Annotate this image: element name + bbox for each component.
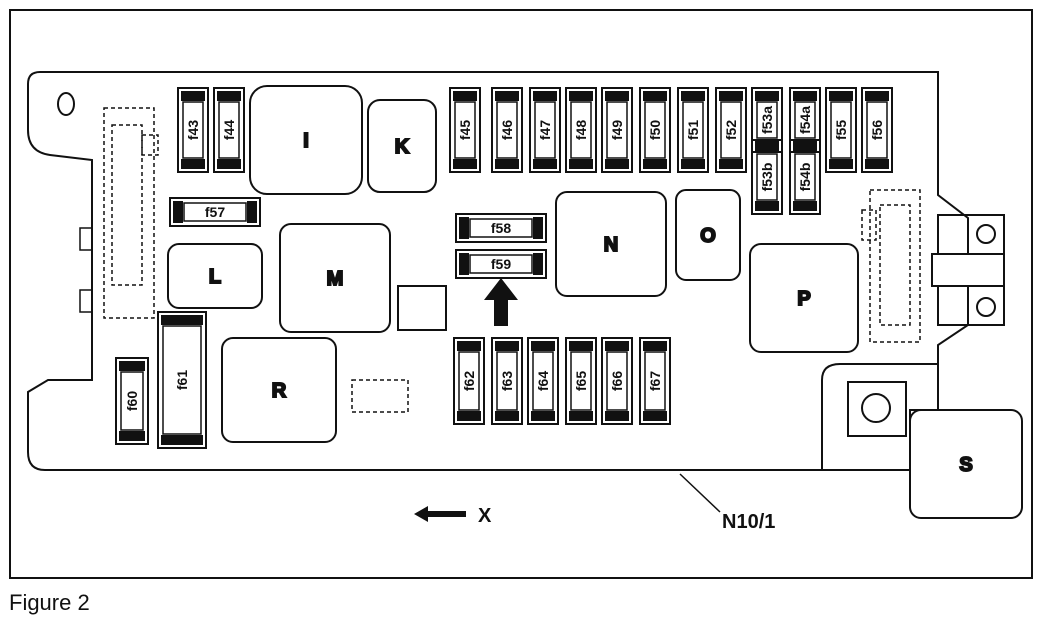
fuse-label: f58 xyxy=(491,220,511,236)
pointer-arrow-icon xyxy=(484,278,518,326)
fuse-label: f64 xyxy=(535,371,551,391)
fuse-f46: f46 xyxy=(491,87,523,173)
relay-label: M xyxy=(327,268,344,290)
relay-o: O xyxy=(675,189,741,281)
fuse-f60: f60 xyxy=(115,357,149,445)
lower-right-housing xyxy=(821,363,938,470)
fuse-f63: f63 xyxy=(491,337,523,425)
fuse-label: f43 xyxy=(185,120,201,140)
fuse-f44: f44 xyxy=(213,87,245,173)
relay-k: K xyxy=(367,99,437,193)
fuse-label: f55 xyxy=(833,120,849,140)
fuse-label: f44 xyxy=(221,120,237,140)
fuse-f66: f66 xyxy=(601,337,633,425)
fuse-box-diagram: I K L M N O P R S f43 f44 f45 f46 f47 f48 f49 f50 f51 f52… xyxy=(9,9,1033,579)
fuse-label: f51 xyxy=(685,120,701,140)
empty-socket xyxy=(397,285,447,331)
figure-frame xyxy=(9,9,1033,579)
direction-arrow-icon xyxy=(414,506,466,522)
fuse-f67: f67 xyxy=(639,337,671,425)
fuse-f49: f49 xyxy=(601,87,633,173)
fuse-label: f60 xyxy=(124,391,140,411)
relay-m: M xyxy=(279,223,391,333)
relay-label: L xyxy=(209,266,221,288)
fuse-label: f53b xyxy=(759,163,775,192)
right-connector xyxy=(861,189,921,343)
fuse-f58: f58 xyxy=(455,213,547,243)
fuse-label: f50 xyxy=(647,120,663,140)
fuse-f62: f62 xyxy=(453,337,485,425)
fuse-label: f61 xyxy=(174,370,190,390)
left-connector xyxy=(103,107,159,319)
component-label: N10/1 xyxy=(722,511,775,533)
fuse-f65: f65 xyxy=(565,337,597,425)
fuse-label: f66 xyxy=(609,371,625,391)
fuse-label: f56 xyxy=(869,120,885,140)
fuse-label: f62 xyxy=(461,371,477,391)
fuse-label: f65 xyxy=(573,371,589,391)
fuse-f56: f56 xyxy=(861,87,893,173)
fuse-f53a: f53a xyxy=(751,87,783,153)
fuse-label: f53a xyxy=(759,106,775,134)
direction-label: X xyxy=(478,505,492,527)
fuse-label: f46 xyxy=(499,120,515,140)
relay-r: R xyxy=(221,337,337,443)
relay-label: I xyxy=(303,130,309,152)
relay-l: L xyxy=(167,243,263,309)
stud-icon xyxy=(861,393,891,423)
relay-n: N xyxy=(555,191,667,297)
fuse-f54a: f54a xyxy=(789,87,821,153)
relay-i: I xyxy=(249,85,363,195)
fuse-f57: f57 xyxy=(169,197,261,227)
fuse-f59: f59 xyxy=(455,249,547,279)
fuse-f45: f45 xyxy=(449,87,481,173)
fuse-f52: f52 xyxy=(715,87,747,173)
fuse-f61: f61 xyxy=(157,311,207,449)
relay-label: N xyxy=(604,234,618,256)
fuse-label: f63 xyxy=(499,371,515,391)
figure-caption: Figure 2 xyxy=(9,590,90,615)
mounting-bracket xyxy=(931,214,1005,326)
relay-label: O xyxy=(700,225,716,247)
fuse-label: f54b xyxy=(797,163,813,192)
fuse-label: f45 xyxy=(457,120,473,140)
fuse-label: f54a xyxy=(797,106,813,134)
relay-s: S xyxy=(909,409,1023,519)
fuse-f43: f43 xyxy=(177,87,209,173)
relay-label: P xyxy=(797,288,810,310)
leader-line xyxy=(679,473,721,513)
relay-p: P xyxy=(749,243,859,353)
fuse-f54b: f54b xyxy=(789,139,821,215)
fuse-label: f59 xyxy=(491,256,511,272)
fuse-label: f47 xyxy=(537,120,553,140)
fuse-label: f67 xyxy=(647,371,663,391)
fuse-f48: f48 xyxy=(565,87,597,173)
small-connector xyxy=(351,379,409,413)
mounting-hole xyxy=(57,92,75,116)
fuse-label: f52 xyxy=(723,120,739,140)
relay-label: K xyxy=(395,136,410,158)
fuse-f55: f55 xyxy=(825,87,857,173)
fuse-label: f48 xyxy=(573,120,589,140)
fuse-f64: f64 xyxy=(527,337,559,425)
fuse-label: f57 xyxy=(205,204,225,220)
relay-label: S xyxy=(959,454,972,476)
stud-base xyxy=(847,381,907,437)
fuse-label: f49 xyxy=(609,120,625,140)
fuse-f51: f51 xyxy=(677,87,709,173)
fuse-f53b: f53b xyxy=(751,139,783,215)
fuse-f50: f50 xyxy=(639,87,671,173)
relay-label: R xyxy=(272,380,287,402)
fuse-f47: f47 xyxy=(529,87,561,173)
